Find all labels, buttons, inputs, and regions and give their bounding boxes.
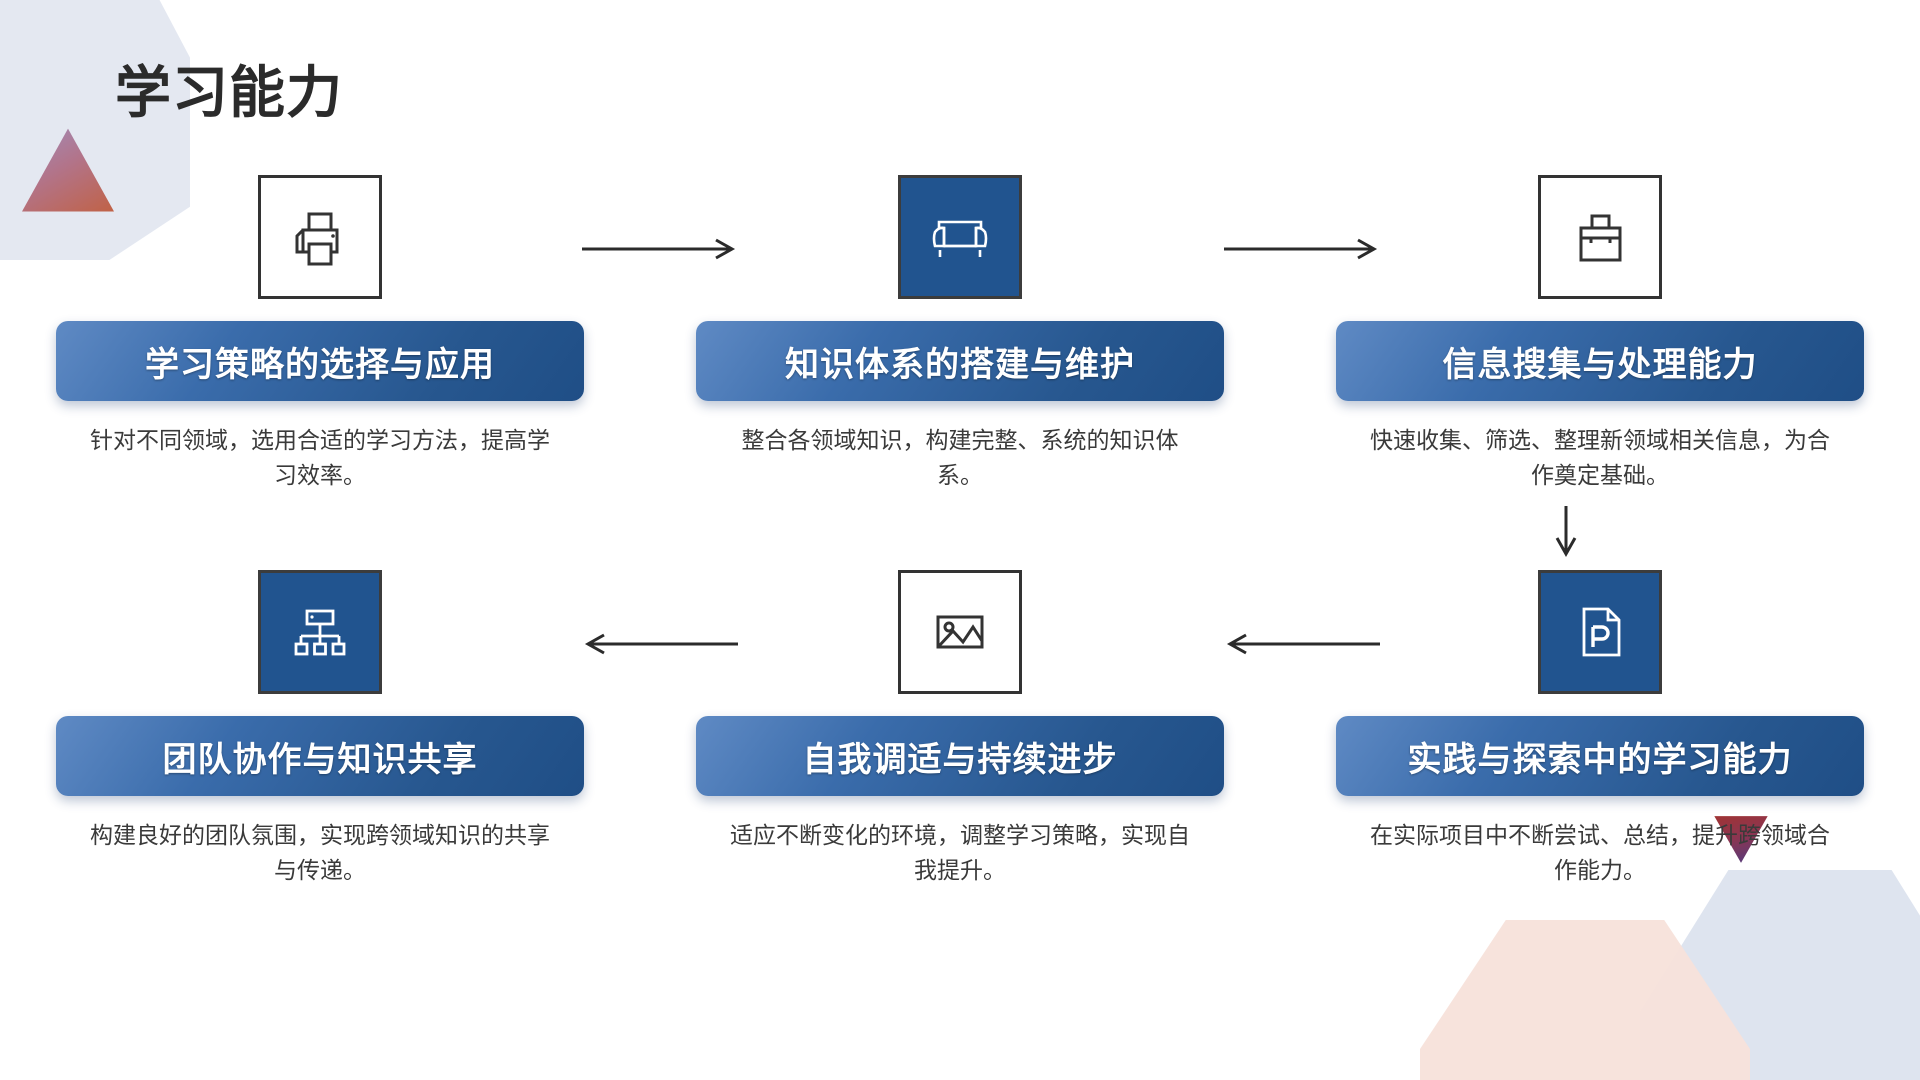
arrow-right-2-icon: [1222, 237, 1382, 261]
briefcase-icon-tile[interactable]: [1538, 175, 1662, 299]
process-row-1: 学习策略的选择与应用 针对不同领域，选用合适的学习方法，提高学习效率。: [0, 175, 1920, 492]
process-banner-3[interactable]: 信息搜集与处理能力: [1336, 321, 1864, 401]
process-banner-1[interactable]: 学习策略的选择与应用: [56, 321, 584, 401]
org-chart-icon-tile[interactable]: [258, 570, 382, 694]
hexagon-bottom-right-peach-decoration: [1420, 920, 1750, 1080]
armchair-icon: [925, 202, 995, 272]
process-description-5: 适应不断变化的环境，调整学习策略，实现自我提升。: [730, 822, 1190, 883]
document-p-icon: [1565, 597, 1635, 667]
process-cell-4[interactable]: 团队协作与知识共享 构建良好的团队氛围，实现跨领域知识的共享与传递。: [0, 570, 640, 887]
arrow-right-1-icon: [580, 237, 740, 261]
page-title: 学习能力: [115, 61, 343, 124]
process-banner-5[interactable]: 自我调适与持续进步: [696, 716, 1224, 796]
process-cell-6[interactable]: 实践与探索中的学习能力 在实际项目中不断尝试、总结，提升跨领域合作能力。: [1280, 570, 1920, 887]
process-title-1: 学习策略的选择与应用: [145, 345, 495, 384]
hexagon-bottom-right-decoration: [1640, 870, 1920, 1080]
process-title-2: 知识体系的搭建与维护: [785, 345, 1135, 384]
printer-icon-tile[interactable]: [258, 175, 382, 299]
arrow-left-1-icon: [580, 632, 740, 656]
process-banner-4[interactable]: 团队协作与知识共享: [56, 716, 584, 796]
process-cell-3[interactable]: 信息搜集与处理能力 快速收集、筛选、整理新领域相关信息，为合作奠定基础。: [1280, 175, 1920, 492]
process-description-1: 针对不同领域，选用合适的学习方法，提高学习效率。: [90, 427, 550, 488]
process-title-6: 实践与探索中的学习能力: [1407, 740, 1793, 779]
arrow-down-1-icon: [1554, 504, 1578, 562]
image-icon: [925, 597, 995, 667]
printer-icon: [283, 200, 357, 274]
process-grid: 学习策略的选择与应用 针对不同领域，选用合适的学习方法，提高学习效率。: [0, 175, 1920, 887]
process-description-2: 整合各领域知识，构建完整、系统的知识体系。: [741, 427, 1179, 488]
process-cell-1[interactable]: 学习策略的选择与应用 针对不同领域，选用合适的学习方法，提高学习效率。: [0, 175, 640, 492]
process-cell-2[interactable]: 知识体系的搭建与维护 整合各领域知识，构建完整、系统的知识体系。: [640, 175, 1280, 492]
process-banner-2[interactable]: 知识体系的搭建与维护: [696, 321, 1224, 401]
process-row-2: 团队协作与知识共享 构建良好的团队氛围，实现跨领域知识的共享与传递。: [0, 506, 1920, 887]
process-description-6: 在实际项目中不断尝试、总结，提升跨领域合作能力。: [1370, 822, 1830, 883]
process-title-5: 自我调适与持续进步: [802, 740, 1118, 779]
process-title-3: 信息搜集与处理能力: [1442, 345, 1758, 384]
process-description-3: 快速收集、筛选、整理新领域相关信息，为合作奠定基础。: [1370, 427, 1830, 488]
document-p-icon-tile[interactable]: [1538, 570, 1662, 694]
org-chart-icon: [285, 597, 355, 667]
process-title-4: 团队协作与知识共享: [162, 740, 478, 779]
process-description-4: 构建良好的团队氛围，实现跨领域知识的共享与传递。: [90, 822, 550, 883]
armchair-icon-tile[interactable]: [898, 175, 1022, 299]
image-icon-tile[interactable]: [898, 570, 1022, 694]
process-banner-6[interactable]: 实践与探索中的学习能力: [1336, 716, 1864, 796]
arrow-left-2-icon: [1222, 632, 1382, 656]
briefcase-icon: [1565, 202, 1635, 272]
process-cell-5[interactable]: 自我调适与持续进步 适应不断变化的环境，调整学习策略，实现自我提升。: [640, 570, 1280, 887]
